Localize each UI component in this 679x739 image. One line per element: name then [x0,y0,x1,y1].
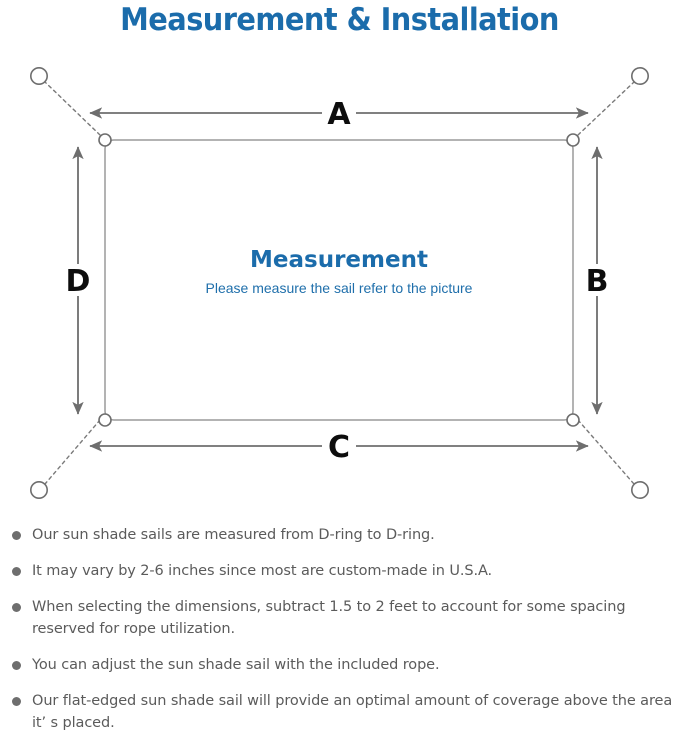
anchor-point-bottom-right [630,480,649,499]
anchor-point-top-left [29,66,48,85]
list-item: When selecting the dimensions, subtract … [0,596,679,640]
note-text: When selecting the dimensions, subtract … [32,599,626,637]
tether-top-right [577,81,635,136]
note-text: Our sun shade sails are measured from D-… [32,527,435,543]
diagram-center-title: Measurement [250,247,428,273]
note-text: You can adjust the sun shade sail with t… [32,657,440,673]
bullet-icon [12,531,21,540]
anchor-point-top-right [630,66,649,85]
bullet-icon [12,697,21,706]
anchor-points [29,66,649,499]
bullet-icon [12,603,21,612]
tether-lines [44,81,635,485]
tether-bottom-left [44,419,101,485]
d-ring-top-left [98,133,112,147]
d-ring-bottom-left [98,413,112,427]
list-item: Our sun shade sails are measured from D-… [0,524,679,546]
tether-top-left [44,81,101,136]
note-text: It may vary by 2-6 inches since most are… [32,563,493,579]
sail-measurement-diagram: A C D B Measurement Please measure the s… [0,48,679,518]
d-rings [98,133,580,427]
note-text: Our flat-edged sun shade sail will provi… [32,693,673,731]
dimension-label-d: D [66,264,91,299]
d-ring-top-right [566,133,580,147]
list-item: Our flat-edged sun shade sail will provi… [0,690,679,734]
bullet-icon [12,567,21,576]
sail-rectangle [104,139,574,421]
tether-bottom-right [577,419,635,485]
anchor-point-bottom-left [29,480,48,499]
dimension-label-a: A [327,97,351,132]
list-item: It may vary by 2-6 inches since most are… [0,560,679,582]
d-ring-bottom-right [566,413,580,427]
list-item: You can adjust the sun shade sail with t… [0,654,679,676]
dimension-label-b: B [586,264,609,299]
dimension-label-c: C [328,430,350,465]
notes-list: Our sun shade sails are measured from D-… [0,524,679,734]
diagram-center-subtitle: Please measure the sail refer to the pic… [206,280,473,296]
page-title: Measurement & Installation [120,2,559,38]
bullet-icon [12,661,21,670]
